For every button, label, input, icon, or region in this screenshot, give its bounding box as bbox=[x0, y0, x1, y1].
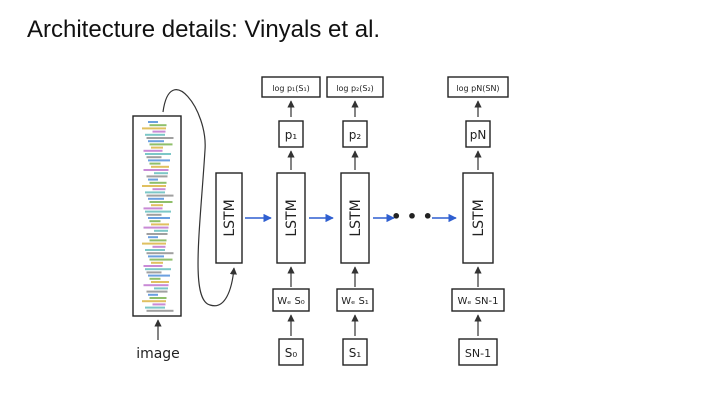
cnn-layer-mark bbox=[150, 163, 161, 165]
lstm-label: LSTM bbox=[284, 199, 300, 236]
ellipsis: • • • bbox=[391, 207, 433, 226]
cnn-layer-mark bbox=[148, 179, 158, 181]
prob-label: p₁ bbox=[285, 128, 298, 142]
cnn-layer-mark bbox=[154, 287, 168, 289]
embed-label: Wₑ S₀ bbox=[277, 296, 305, 307]
cnn-layer-mark bbox=[145, 153, 171, 155]
cnn-layer-mark bbox=[148, 217, 170, 219]
cnn-layer-mark bbox=[145, 249, 165, 251]
cnn-layer-mark bbox=[154, 172, 168, 174]
cnn-layer-mark bbox=[148, 159, 170, 161]
cnn-layer-mark bbox=[142, 127, 166, 129]
cnn-layer-mark bbox=[151, 204, 163, 206]
cnn-block bbox=[133, 116, 181, 316]
cnn-layer-mark bbox=[150, 259, 173, 261]
cnn-layer-mark bbox=[147, 214, 162, 216]
cnn-layer-mark bbox=[148, 236, 158, 238]
lstm-label: LSTM bbox=[222, 199, 238, 236]
image-label: image bbox=[136, 346, 180, 362]
cnn-layer-mark bbox=[148, 294, 158, 296]
cnn-layer-mark bbox=[144, 169, 169, 171]
cnn-layer-mark bbox=[153, 188, 166, 190]
log-prob-label: log pN(SN) bbox=[456, 84, 499, 93]
cnn-layer-mark bbox=[151, 223, 169, 225]
cnn-layer-mark bbox=[144, 207, 163, 209]
cnn-layer-mark bbox=[142, 243, 166, 245]
cnn-layer-mark bbox=[148, 255, 164, 257]
cnn-layer-mark bbox=[151, 262, 163, 264]
input-word-label: S₀ bbox=[285, 346, 298, 360]
cnn-layer-mark bbox=[145, 268, 171, 270]
lstm-image-step: LSTM bbox=[216, 173, 242, 263]
cnn-layer-mark bbox=[150, 201, 173, 203]
cnn-layer-mark bbox=[144, 284, 169, 286]
step-column-n: log pN(SN) pN LSTM Wₑ SN-1 SN-1 bbox=[448, 77, 508, 365]
cnn-layer-mark bbox=[148, 140, 164, 142]
cnn-layer-mark bbox=[147, 175, 168, 177]
log-prob-label: log p₁(S₁) bbox=[272, 84, 310, 93]
cnn-layer-mark bbox=[145, 307, 165, 309]
cnn-layer-mark bbox=[150, 297, 167, 299]
cnn-layer-mark bbox=[153, 131, 166, 133]
cnn-layer-mark bbox=[151, 166, 169, 168]
cnn-layer-mark bbox=[147, 310, 174, 312]
cnn-layer-mark bbox=[150, 278, 161, 280]
step-column-0: log p₁(S₁) p₁ LSTM Wₑ S₀ S₀ bbox=[262, 77, 320, 365]
log-prob-label: log p₂(S₂) bbox=[336, 84, 374, 93]
lstm-label: LSTM bbox=[348, 199, 364, 236]
cnn-layer-mark bbox=[151, 281, 169, 283]
cnn-layer-mark bbox=[144, 265, 163, 267]
cnn-layer-mark bbox=[147, 291, 168, 293]
cnn-layer-mark bbox=[147, 156, 162, 158]
cnn-layer-mark bbox=[154, 230, 168, 232]
cnn-layer-mark bbox=[150, 143, 173, 145]
cnn-layer-mark bbox=[150, 239, 167, 241]
cnn-layer-mark bbox=[142, 300, 166, 302]
cnn-layer-mark bbox=[142, 185, 166, 187]
step-column-1: log p₂(S₂) p₂ LSTM Wₑ S₁ S₁ bbox=[327, 77, 383, 365]
input-word-label: S₁ bbox=[349, 346, 362, 360]
cnn-layer-mark bbox=[148, 198, 164, 200]
embed-label: Wₑ S₁ bbox=[341, 296, 369, 307]
cnn-layer-mark bbox=[150, 182, 167, 184]
lstm-label: LSTM bbox=[471, 199, 487, 236]
cnn-layer-mark bbox=[151, 147, 163, 149]
cnn-layer-mark bbox=[153, 303, 166, 305]
prob-label: p₂ bbox=[349, 128, 362, 142]
cnn-layer-mark bbox=[147, 195, 174, 197]
cnn-layer-mark bbox=[148, 275, 170, 277]
cnn-layer-mark bbox=[147, 137, 174, 139]
prob-label: pN bbox=[470, 128, 487, 142]
cnn-layer-mark bbox=[145, 211, 171, 213]
cnn-layer-mark bbox=[147, 252, 174, 254]
cnn-layer-mark bbox=[150, 124, 167, 126]
cnn-layer-mark bbox=[145, 191, 165, 193]
input-word-label: SN-1 bbox=[465, 347, 491, 360]
cnn-layer-mark bbox=[145, 134, 165, 136]
cnn-layer-mark bbox=[147, 233, 168, 235]
cnn-layer-mark bbox=[144, 150, 163, 152]
cnn-layer-mark bbox=[148, 121, 158, 123]
cnn-layer-mark bbox=[144, 227, 169, 229]
cnn-layer-mark bbox=[147, 271, 162, 273]
embed-label: Wₑ SN-1 bbox=[457, 296, 498, 307]
cnn-layer-mark bbox=[150, 220, 161, 222]
cnn-layer-mark bbox=[153, 246, 166, 248]
